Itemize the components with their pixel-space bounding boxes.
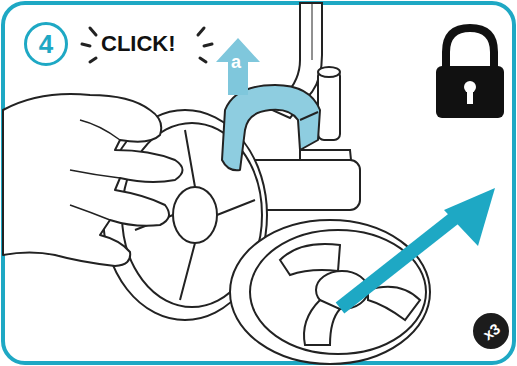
node-text: 4	[39, 29, 53, 60]
panel-frame	[3, 3, 514, 363]
direction-arrow	[340, 188, 495, 308]
front-wheel	[230, 220, 430, 364]
sound-label: CLICK!	[101, 31, 176, 57]
hand	[3, 94, 183, 266]
lock-symbol	[436, 28, 504, 118]
click-burst	[82, 28, 212, 62]
node-text: x3	[479, 319, 502, 342]
repeat-count-icon: x3	[471, 311, 511, 351]
lock-clip	[222, 85, 320, 170]
lift-arrow	[216, 38, 260, 95]
step-number: 4	[24, 22, 68, 66]
callout-letter: a	[231, 52, 241, 73]
